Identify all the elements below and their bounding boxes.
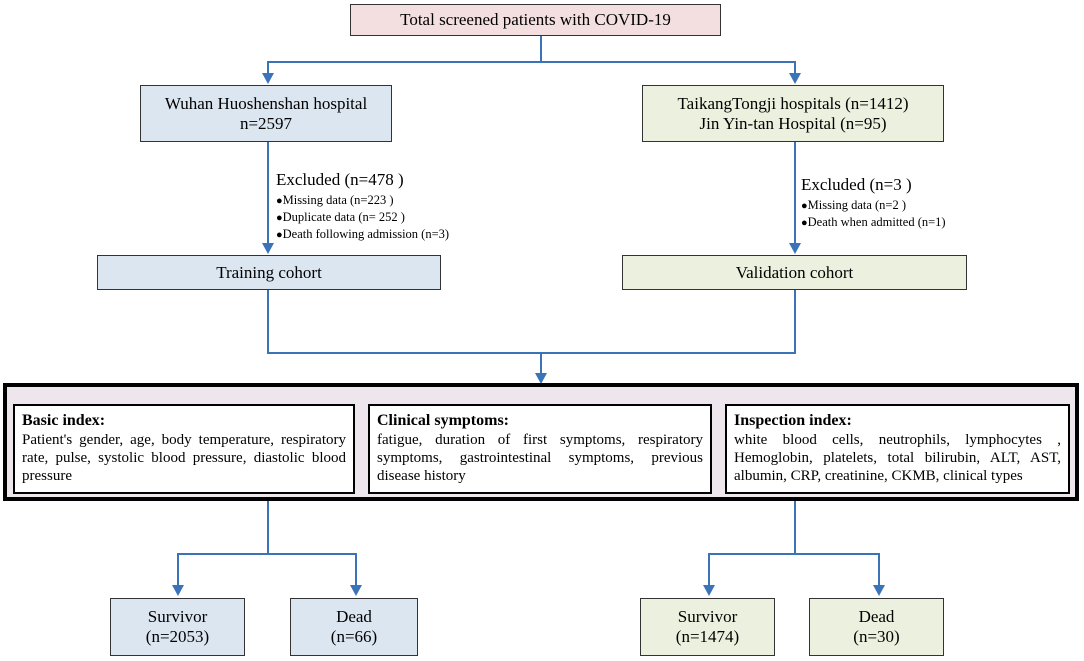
- right-dead-box: Dead (n=30): [809, 598, 944, 656]
- training-cohort-box: Training cohort: [97, 255, 441, 290]
- right-excluded: Excluded (n=3 ) ●Missing data (n=2 ) ●De…: [801, 175, 946, 231]
- connector: [878, 553, 880, 586]
- total-screened-label: Total screened patients with COVID-19: [400, 10, 671, 29]
- arrow-down-icon: [172, 585, 184, 596]
- left-survivor-box: Survivor (n=2053): [110, 598, 245, 656]
- total-screened-box: Total screened patients with COVID-19: [350, 4, 721, 36]
- basic-index-title: Basic index:: [22, 412, 106, 429]
- right-excluded-item: ●Missing data (n=2 ): [801, 198, 907, 212]
- left-hospital-count: n=2597: [239, 113, 293, 133]
- outcome-label: Dead: [336, 607, 372, 626]
- clinical-symptoms-box: Clinical symptoms: fatigue, duration of …: [368, 404, 712, 494]
- clinical-symptoms-title: Clinical symptoms:: [377, 412, 509, 429]
- left-hospital-name: Wuhan Huoshenshan hospital: [164, 93, 368, 113]
- validation-cohort-label: Validation cohort: [735, 262, 854, 282]
- arrow-down-icon: [789, 73, 801, 84]
- connector: [355, 553, 357, 586]
- left-excluded: Excluded (n=478 ) ●Missing data (n=223 )…: [276, 170, 449, 243]
- connector: [267, 61, 796, 63]
- outcome-label: Survivor: [147, 607, 208, 626]
- arrow-down-icon: [789, 243, 801, 254]
- basic-index-box: Basic index: Patient's gender, age, body…: [13, 404, 355, 494]
- left-excluded-item: ●Death following admission (n=3): [276, 227, 450, 241]
- arrow-down-icon: [535, 373, 547, 384]
- connector: [267, 352, 796, 354]
- outcome-count: (n=2053): [145, 627, 210, 646]
- outcome-label: Dead: [858, 607, 895, 626]
- arrow-down-icon: [262, 243, 274, 254]
- arrow-down-icon: [703, 585, 715, 596]
- training-cohort-label: Training cohort: [216, 262, 322, 282]
- left-dead-box: Dead (n=66): [290, 598, 418, 656]
- left-excluded-head: Excluded (n=478 ): [276, 170, 404, 189]
- inspection-index-box: Inspection index: white blood cells, neu…: [725, 404, 1070, 494]
- inspection-index-text: white blood cells, neutrophils, lymphocy…: [734, 432, 1061, 484]
- connector: [794, 501, 796, 554]
- arrow-down-icon: [350, 585, 362, 596]
- right-hospital-line-1: TaikangTongji hospitals (n=1412): [677, 93, 909, 113]
- connector: [794, 142, 796, 244]
- connector: [540, 352, 542, 374]
- right-hospital-line-2: Jin Yin-tan Hospital (n=95): [699, 113, 887, 133]
- connector: [794, 61, 796, 74]
- connector: [267, 142, 269, 244]
- right-hospital-box: TaikangTongji hospitals (n=1412) Jin Yin…: [642, 85, 944, 142]
- outcome-count: (n=66): [330, 627, 378, 646]
- arrow-down-icon: [873, 585, 885, 596]
- connector: [708, 553, 880, 555]
- connector: [708, 553, 710, 586]
- connector: [177, 553, 357, 555]
- connector: [177, 553, 179, 586]
- connector: [267, 61, 269, 74]
- left-hospital-box: Wuhan Huoshenshan hospital n=2597: [140, 85, 392, 142]
- inspection-index-title: Inspection index:: [734, 412, 852, 429]
- basic-index-text: Patient's gender, age, body temperature,…: [22, 432, 346, 484]
- connector: [267, 501, 269, 554]
- validation-cohort-box: Validation cohort: [622, 255, 967, 290]
- left-excluded-item: ●Missing data (n=223 ): [276, 193, 394, 207]
- outcome-label: Survivor: [677, 607, 738, 626]
- outcome-count: (n=30): [853, 627, 900, 646]
- left-excluded-item: ●Duplicate data (n= 252 ): [276, 210, 405, 224]
- right-excluded-head: Excluded (n=3 ): [801, 175, 912, 194]
- right-survivor-box: Survivor (n=1474): [640, 598, 775, 656]
- connector: [267, 290, 269, 353]
- arrow-down-icon: [262, 73, 274, 84]
- connector: [794, 290, 796, 353]
- outcome-count: (n=1474): [675, 627, 740, 646]
- right-excluded-item: ●Death when admitted (n=1): [801, 215, 946, 229]
- connector: [540, 36, 542, 62]
- clinical-symptoms-text: fatigue, duration of first symptoms, res…: [377, 432, 703, 484]
